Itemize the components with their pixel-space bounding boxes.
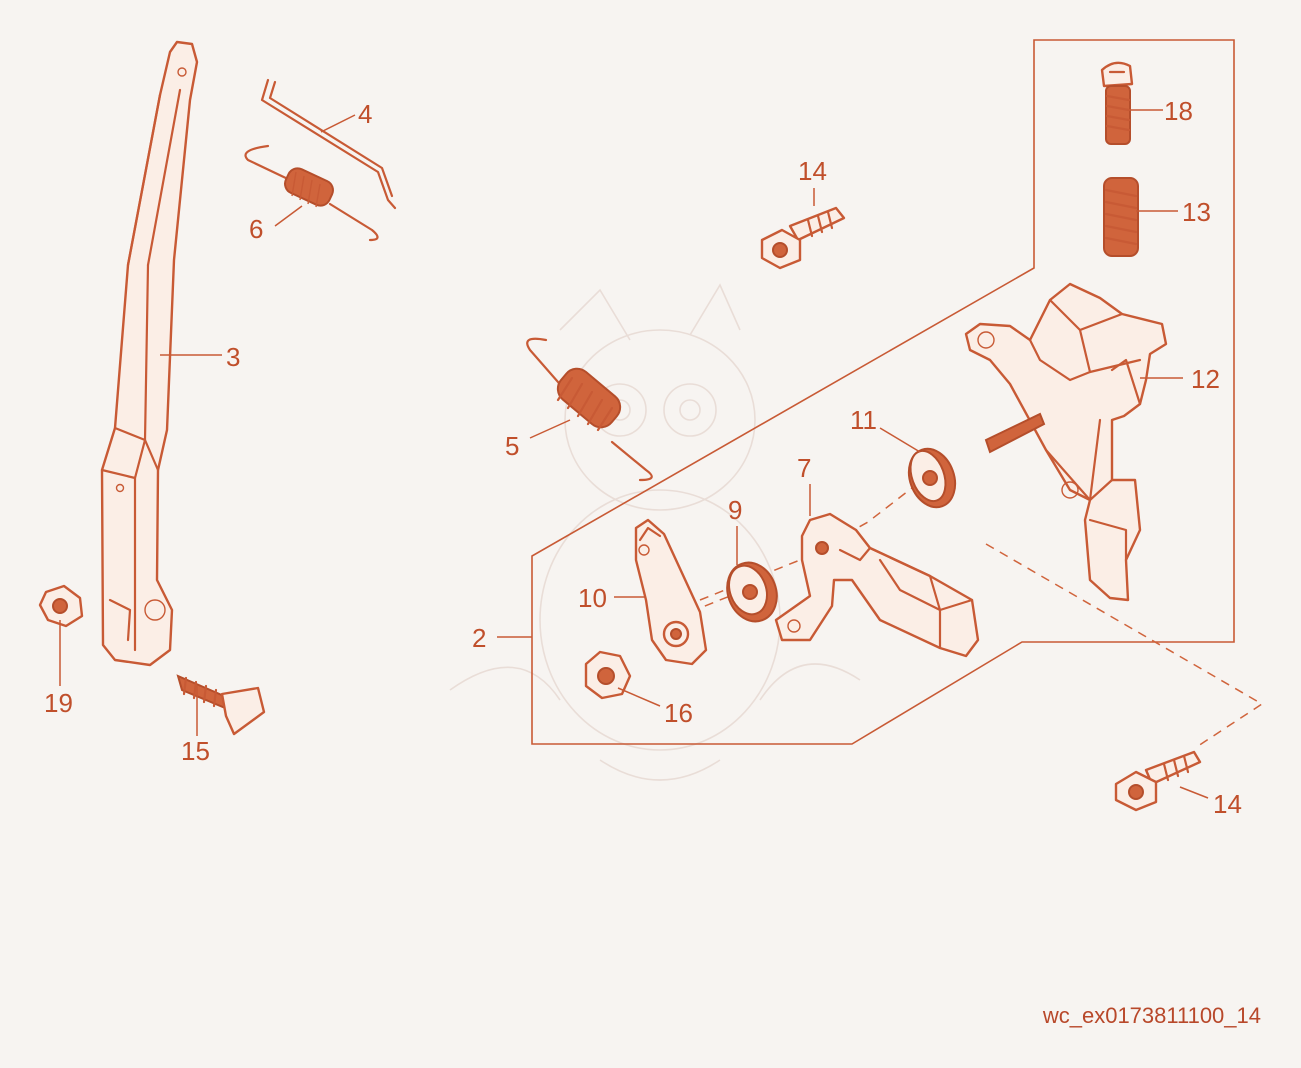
subassembly-frame [531,39,1235,745]
part-washer-9 [726,561,778,623]
part-coil-13 [1103,177,1139,257]
callout-19: 19 [44,688,73,718]
alignment-dash-lines [689,487,1264,749]
callout-13: 13 [1182,197,1211,227]
callout-6: 6 [249,214,263,244]
part-rod-4 [260,78,397,210]
part-bracket-12 [964,282,1168,602]
callout-2: 2 [472,623,486,653]
callout-10: 10 [578,583,607,613]
part-lever-3 [100,40,199,667]
part-nut-16 [584,650,632,700]
callout-12: 12 [1191,364,1220,394]
callout-numbers: 4 6 3 19 15 14 18 13 12 5 11 7 9 10 2 16… [44,96,1242,819]
callout-7: 7 [797,453,811,483]
part-bolt-14-top [760,206,846,270]
callout-18: 18 [1164,96,1193,126]
leader-lines [59,109,1209,799]
callout-5: 5 [505,431,519,461]
part-plate-10 [634,518,708,666]
callout-4: 4 [358,99,372,129]
part-bolt-14-bottom [1114,750,1202,812]
drawing-code: wc_ex0173811100_14 [1042,1003,1261,1028]
callout-3: 3 [226,342,240,372]
callout-16: 16 [664,698,693,728]
part-screw-18 [1100,61,1134,145]
part-washer-11 [907,447,957,509]
part-bolt-15 [176,674,266,736]
part-arm-7 [774,512,980,658]
watermark-mascot [449,283,861,781]
callout-9: 9 [728,495,742,525]
callout-14-bottom: 14 [1213,789,1242,819]
callout-15: 15 [181,736,210,766]
part-spring-6 [244,144,379,242]
callout-14-top: 14 [798,156,827,186]
callout-11: 11 [850,405,877,435]
part-nut-19 [38,584,84,628]
part-spring-5 [526,337,653,482]
